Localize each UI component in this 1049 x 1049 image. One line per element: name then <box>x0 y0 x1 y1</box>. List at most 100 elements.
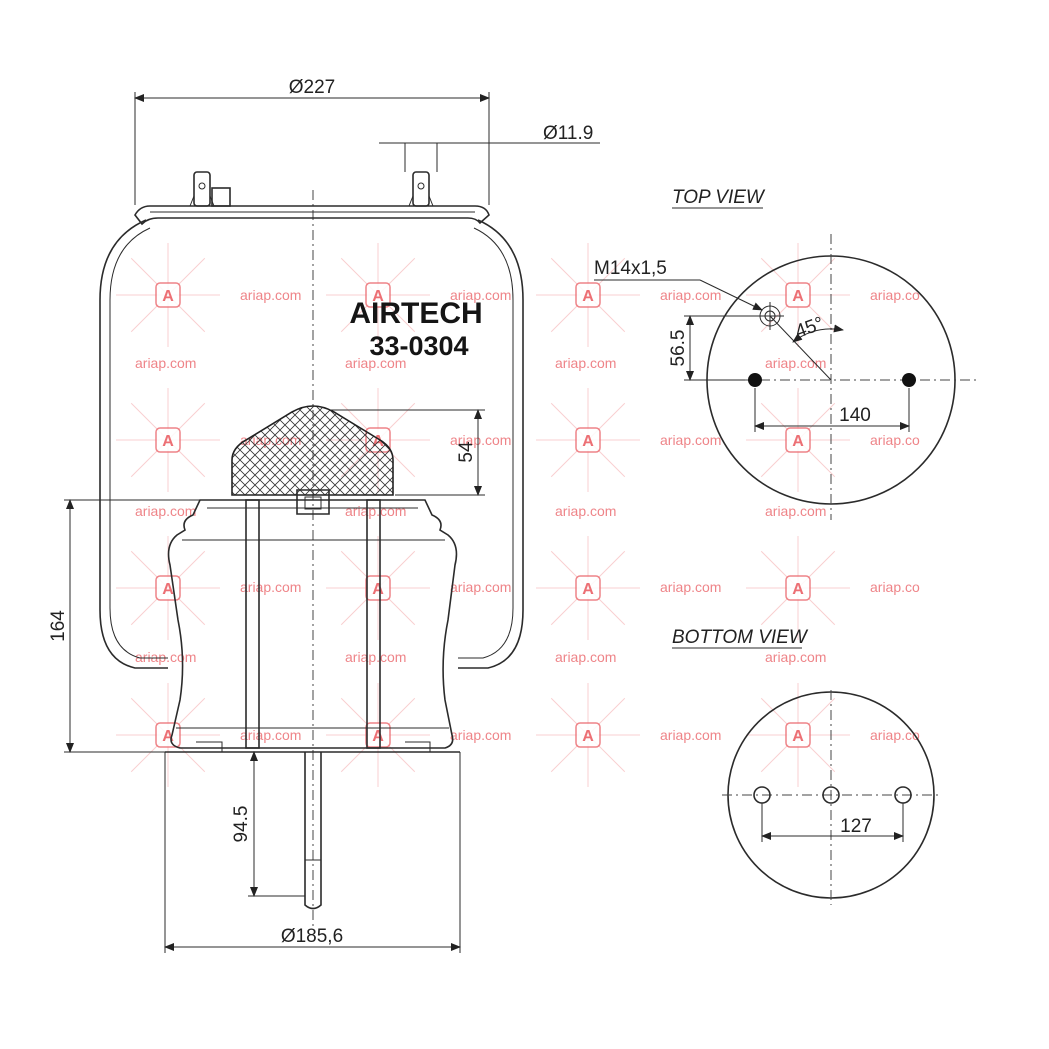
dim-bolt-length: 94.5 <box>231 751 305 897</box>
watermark-text: ariap.com <box>765 649 826 665</box>
watermark-logo-letter: A <box>582 433 594 450</box>
watermark-text: ariap.com <box>450 727 511 743</box>
bottom-view-title: BOTTOM VIEW <box>672 627 809 648</box>
watermark-logo-letter: A <box>372 728 384 745</box>
thread-label: M14x1,5 <box>594 258 667 279</box>
watermark-logo <box>575 722 601 748</box>
watermark-logo <box>785 722 811 748</box>
watermark-text: ariap.com <box>660 432 721 448</box>
watermark-star: A <box>536 388 640 492</box>
watermark-logo <box>155 427 181 453</box>
watermark-logo <box>575 575 601 601</box>
watermark-text: ariap.com <box>240 287 301 303</box>
watermark-logo-letter: A <box>582 581 594 598</box>
bottom-hole-center <box>822 786 840 804</box>
watermark-logo <box>155 282 181 308</box>
watermark-text: ariap.co <box>870 287 920 303</box>
watermark-text: ariap.com <box>660 727 721 743</box>
watermark-logo-letter: A <box>162 433 174 450</box>
watermark-text: ariap.com <box>240 727 301 743</box>
piston <box>167 499 458 749</box>
watermark-star: A <box>536 243 640 347</box>
piston-height-label: 164 <box>48 610 69 642</box>
port-offset-label: 56.5 <box>668 330 689 367</box>
watermark-logo <box>365 575 391 601</box>
watermark-star: A <box>536 683 640 787</box>
watermark-star: A <box>746 388 850 492</box>
watermark-logo <box>785 575 811 601</box>
stud-hole-label: Ø11.9 <box>543 123 593 144</box>
watermark-text: ariap.com <box>450 287 511 303</box>
watermark-text: ariap.com <box>660 287 721 303</box>
watermark-logo <box>575 282 601 308</box>
top-stud-hole-left <box>748 373 762 387</box>
watermark-text: ariap.com <box>135 503 196 519</box>
bottom-view: BOTTOM VIEW 127 <box>672 627 940 905</box>
watermark-star: A <box>326 683 430 787</box>
bottom-spacing-label: 127 <box>840 816 872 837</box>
watermark-logo-letter: A <box>582 728 594 745</box>
top-view-title: TOP VIEW <box>672 187 766 208</box>
bellow-right <box>458 219 524 669</box>
piston-tube-right <box>366 499 381 749</box>
dim-bumper-height: 54 <box>330 409 485 496</box>
top-diameter-label: Ø227 <box>289 77 335 98</box>
watermark-logo-letter: A <box>792 581 804 598</box>
piston-tube-left <box>245 499 260 749</box>
watermark-text: ariap.com <box>555 503 616 519</box>
watermark-text: ariap.com <box>345 649 406 665</box>
top-spacing-label: 140 <box>839 405 871 426</box>
watermark-layer: AAAAAAAAAAAAAAAAariap.comariap.comariap.… <box>116 243 920 787</box>
dim-thread: M14x1,5 <box>594 258 763 311</box>
watermark-star: A <box>326 243 430 347</box>
watermark-text: ariap.com <box>555 649 616 665</box>
watermark-text: ariap.co <box>870 432 920 448</box>
bottom-bolt <box>304 752 322 910</box>
watermark-logo-letter: A <box>162 581 174 598</box>
dim-bottom-spacing: 127 <box>761 803 904 842</box>
dim-stud-hole: Ø11.9 <box>379 123 600 172</box>
dim-top-diameter: Ø227 <box>134 77 490 205</box>
watermark-logo <box>575 427 601 453</box>
watermark-text: ariap.com <box>555 355 616 371</box>
dim-port-offset: 56.5 <box>668 315 760 381</box>
watermark-logo-letter: A <box>792 728 804 745</box>
watermark-star: A <box>116 243 220 347</box>
top-stud-hole-right <box>902 373 916 387</box>
watermark-logo-letter: A <box>582 288 594 305</box>
watermark-logo <box>785 282 811 308</box>
part-number: 33-0304 <box>369 331 468 361</box>
watermark-star: A <box>116 388 220 492</box>
base-diameter-label: Ø185,6 <box>281 926 343 947</box>
watermark-star: A <box>746 536 850 640</box>
watermark-star: A <box>536 536 640 640</box>
brand-name: AIRTECH <box>349 297 482 330</box>
watermark-logo-letter: A <box>372 288 384 305</box>
watermark-text: ariap.com <box>135 355 196 371</box>
watermark-text: ariap.com <box>345 503 406 519</box>
bumper-height-label: 54 <box>456 441 477 463</box>
watermark-logo <box>365 282 391 308</box>
watermark-text: ariap.com <box>240 579 301 595</box>
watermark-star: A <box>326 536 430 640</box>
watermark-text: ariap.com <box>345 355 406 371</box>
side-elevation: Ø227 Ø11.9 54 164 94.5 <box>48 77 600 953</box>
watermark-star: A <box>746 683 850 787</box>
bolt-length-label: 94.5 <box>231 806 252 843</box>
watermark-logo-letter: A <box>372 581 384 598</box>
watermark-text: ariap.com <box>660 579 721 595</box>
watermark-text: ariap.co <box>870 727 920 743</box>
watermark-text: ariap.com <box>765 503 826 519</box>
watermark-text: ariap.com <box>765 355 826 371</box>
top-stud-left <box>189 171 231 207</box>
bellow-left <box>99 219 168 669</box>
watermark-logo <box>365 722 391 748</box>
watermark-logo-letter: A <box>792 288 804 305</box>
watermark-logo-letter: A <box>792 433 804 450</box>
dim-top-spacing: 140 <box>754 388 910 432</box>
watermark-star: A <box>116 683 220 787</box>
dim-piston-height: 164 <box>48 499 200 753</box>
watermark-text: ariap.com <box>450 579 511 595</box>
top-plate <box>134 205 490 226</box>
